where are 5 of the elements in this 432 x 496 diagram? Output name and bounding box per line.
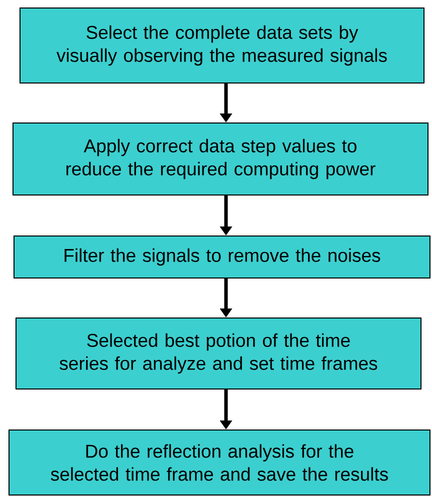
- process-box: Apply correct data step values to reduce the required computing power: [12, 122, 428, 196]
- process-box: Do the reflection analysis for the selected time frame and save the results: [8, 430, 430, 496]
- process-box: Filter the signals to remove the noises: [14, 236, 430, 278]
- process-box: Select the complete data sets by visually observing the measured signals: [20, 8, 424, 84]
- process-box: Selected best potion of the time series for analyze and set time frames: [16, 318, 422, 390]
